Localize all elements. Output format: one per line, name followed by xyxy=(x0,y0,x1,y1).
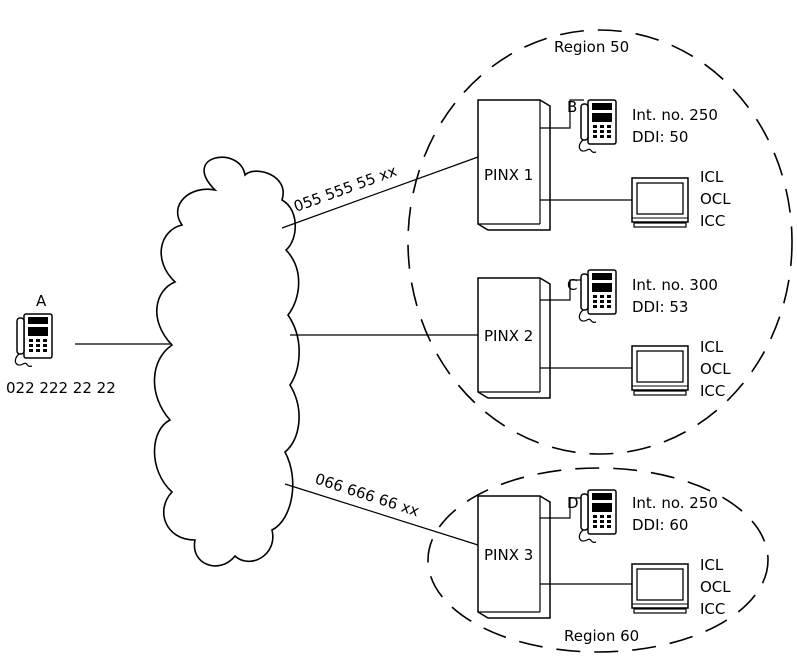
telephone-icon xyxy=(578,269,617,324)
pinx-1-name: PINX 1 xyxy=(484,166,533,184)
pinx-3-icc: ICC xyxy=(700,600,725,618)
telephone-icon xyxy=(578,99,617,154)
terminal-monitor-icon xyxy=(631,177,689,228)
pinx-2-icl: ICL xyxy=(700,338,724,356)
telephone-icon xyxy=(14,313,53,368)
phone-d-int-no: Int. no. 250 xyxy=(632,494,718,512)
pinx-3: PINX 3 D Int. no. 250 DDI: 60 ICL OCL IC… xyxy=(477,489,731,619)
external-phone-label: A xyxy=(36,292,47,310)
pinx-2-cabinet xyxy=(477,277,551,399)
pinx-3-ocl: OCL xyxy=(700,578,731,596)
region-50-label: Region 50 xyxy=(554,38,629,56)
phone-c-label: C xyxy=(567,276,577,294)
region-60-boundary xyxy=(427,467,769,653)
pinx-2-name: PINX 2 xyxy=(484,327,533,345)
pinx-3-name: PINX 3 xyxy=(484,546,533,564)
pinx-3-icl: ICL xyxy=(700,556,724,574)
terminal-monitor-icon xyxy=(631,563,689,614)
phone-b-label: B xyxy=(567,98,577,116)
phone-b-ddi: DDI: 50 xyxy=(632,128,688,146)
pinx-1: PINX 1 B Int. no. 250 DDI: 50 ICL OCL IC… xyxy=(477,98,731,231)
region-50-boundary xyxy=(407,29,793,455)
terminal-monitor-icon xyxy=(631,345,689,396)
link-cloud-pinx1 xyxy=(281,156,479,229)
phone-d-label: D xyxy=(567,494,579,512)
pinx-3-cabinet xyxy=(477,495,551,619)
pinx-2: PINX 2 C Int. no. 300 DDI: 53 ICL OCL IC… xyxy=(477,269,731,400)
phone-c-ddi: DDI: 53 xyxy=(632,298,688,316)
trunk-label-pinx1: 055 555 55 xx xyxy=(291,162,399,216)
pinx-1-ocl: OCL xyxy=(700,190,731,208)
phone-b-int-no: Int. no. 250 xyxy=(632,106,718,124)
telephone-icon xyxy=(578,489,617,544)
pinx-1-cabinet xyxy=(477,99,551,231)
external-phone-number: 022 222 22 22 xyxy=(6,379,116,397)
pinx-2-icc: ICC xyxy=(700,382,725,400)
pinx-1-icl: ICL xyxy=(700,168,724,186)
pinx-2-ocl: OCL xyxy=(700,360,731,378)
link-cloud-pinx3 xyxy=(284,483,479,546)
pinx-1-icc: ICC xyxy=(700,212,725,230)
region-60-label: Region 60 xyxy=(564,627,639,645)
phone-c-int-no: Int. no. 300 xyxy=(632,276,718,294)
phone-d-ddi: DDI: 60 xyxy=(632,516,688,534)
trunk-label-pinx3: 066 666 66 xx xyxy=(313,470,422,521)
external-phone: A 022 222 22 22 xyxy=(6,292,116,397)
public-network-cloud xyxy=(153,156,300,567)
